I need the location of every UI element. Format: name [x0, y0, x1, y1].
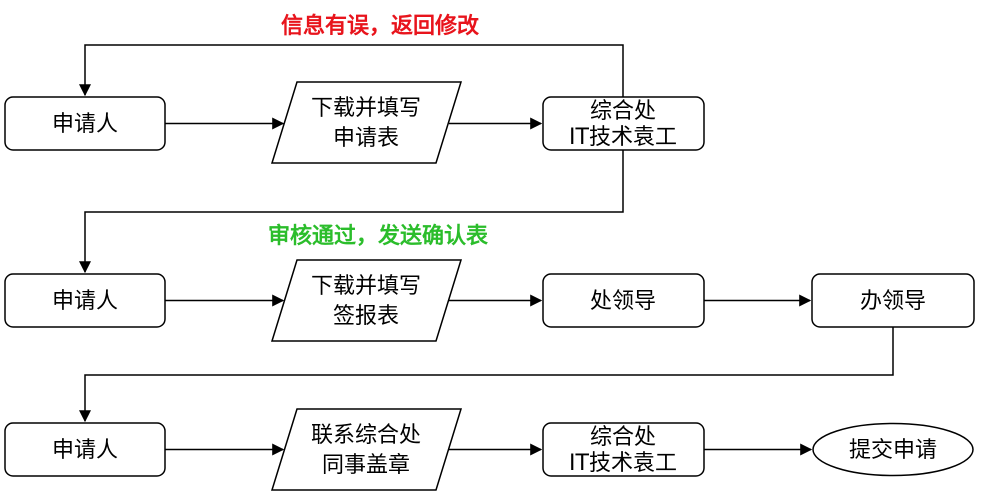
- node-row2-dept-leader: 处领导: [542, 273, 705, 328]
- node-label: 申请人: [52, 438, 118, 463]
- node-row2-office-leader: 办领导: [811, 273, 975, 328]
- node-row1-it: 综合处 IT技术袁工: [542, 96, 705, 151]
- node-row3-submit: 提交申请: [812, 422, 974, 477]
- node-row3-stamp: 联系综合处 同事盖章: [270, 408, 463, 491]
- node-label-line2: IT技术袁工: [569, 125, 677, 150]
- node-label-line2: 申请表: [333, 126, 399, 151]
- edge-label-approved: 审核通过，发送确认表: [268, 223, 489, 249]
- node-label: 处领导: [590, 289, 656, 314]
- edge-office-to-row3: [79, 327, 894, 423]
- node-label-line2: IT技术袁工: [569, 451, 677, 476]
- node-row3-it: 综合处 IT技术袁工: [542, 422, 705, 477]
- node-label-line2: 签报表: [333, 304, 399, 329]
- node-label-line2: 同事盖章: [322, 453, 410, 478]
- node-label: 申请人: [52, 112, 118, 137]
- node-label: 申请人: [52, 289, 118, 314]
- node-row1-applicant: 申请人: [4, 96, 166, 151]
- edge-approved-to-row2: [79, 150, 624, 274]
- node-label-line1: 下载并填写: [311, 96, 421, 121]
- node-label-line1: 综合处: [590, 99, 656, 124]
- edge-label-return: 信息有误，返回修改: [281, 13, 480, 39]
- node-label-line1: 联系综合处: [311, 423, 421, 448]
- node-row2-applicant: 申请人: [4, 273, 166, 328]
- node-label: 提交申请: [849, 438, 937, 463]
- node-label-line1: 综合处: [590, 425, 656, 450]
- node-label-line1: 下载并填写: [311, 274, 421, 299]
- edge-return-loop: [79, 44, 624, 97]
- node-row3-applicant: 申请人: [4, 422, 166, 477]
- node-row1-form: 下载并填写 申请表: [270, 81, 463, 164]
- node-row2-form: 下载并填写 签报表: [270, 259, 463, 342]
- node-label: 办领导: [860, 289, 926, 314]
